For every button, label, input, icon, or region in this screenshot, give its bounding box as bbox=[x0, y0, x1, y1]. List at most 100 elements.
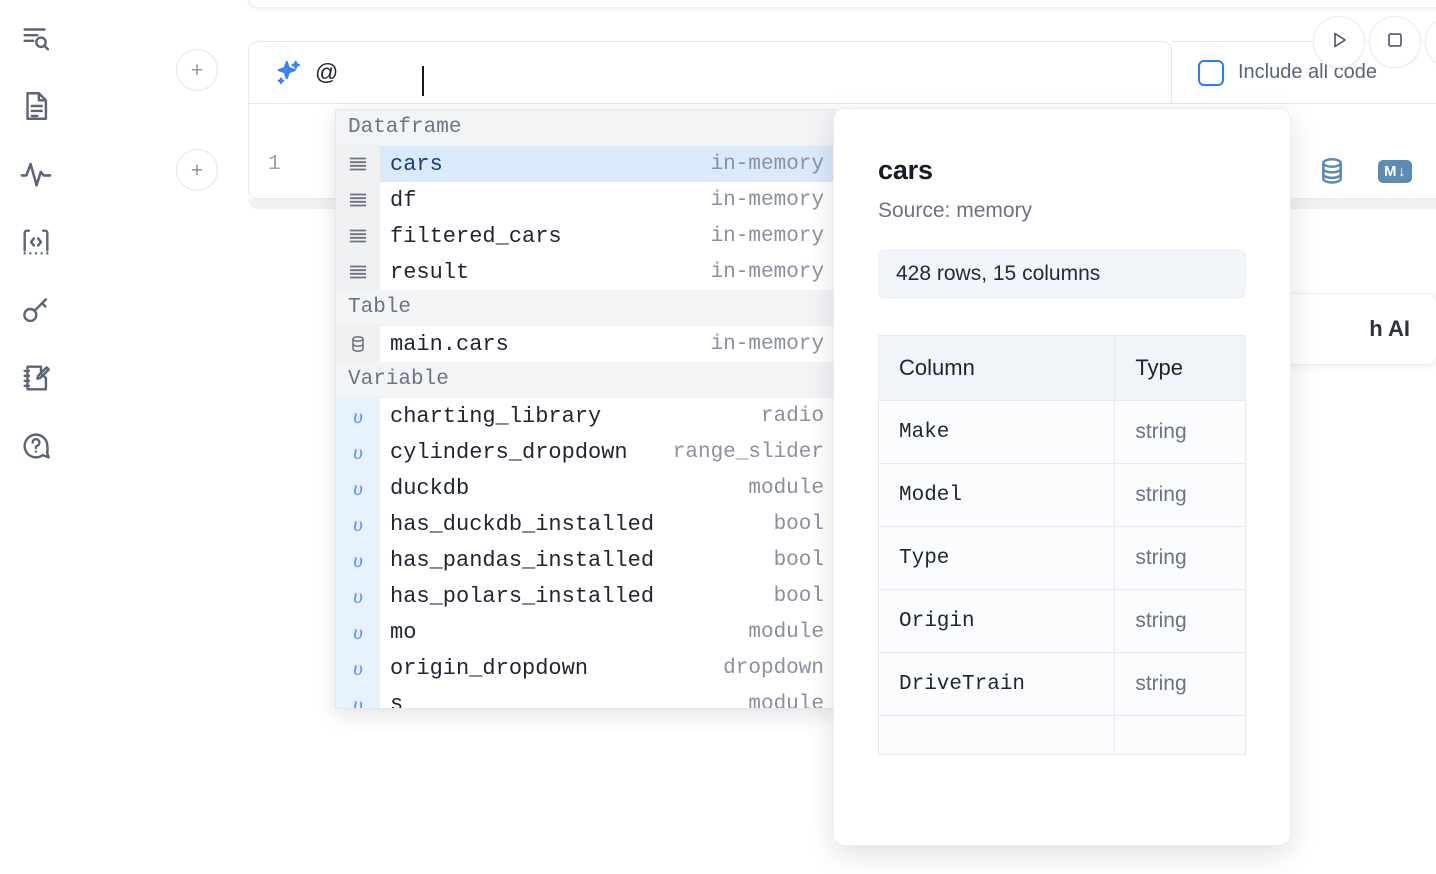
autocomplete-item-name: result bbox=[390, 259, 470, 285]
markdown-arrow: ↓ bbox=[1398, 162, 1406, 180]
code-brackets-icon bbox=[19, 225, 53, 259]
autocomplete-item-type: in-memory bbox=[710, 224, 824, 248]
sidebar-item-snippets[interactable] bbox=[14, 220, 58, 264]
column-header-type: Type bbox=[1114, 335, 1246, 401]
run-button[interactable] bbox=[1313, 16, 1365, 68]
docs-title: cars bbox=[878, 155, 933, 185]
sidebar-item-documentation[interactable] bbox=[14, 84, 58, 128]
autocomplete-item-body: filtered_cars in-memory bbox=[380, 218, 834, 254]
ai-prompt-cell bbox=[248, 41, 1172, 103]
autocomplete-item-type: bool bbox=[773, 584, 824, 608]
cell-toolbar: M ↓ bbox=[1316, 155, 1412, 187]
cell-column-type: string bbox=[1114, 652, 1246, 716]
autocomplete-item-name: s bbox=[390, 691, 404, 709]
database-icon bbox=[336, 326, 380, 362]
autocomplete-item-type: in-memory bbox=[710, 152, 824, 176]
autocomplete-item[interactable]: υ has_polars_installed bool bbox=[336, 578, 834, 614]
autocomplete-item-body: cylinders_dropdown range_slider bbox=[380, 434, 834, 470]
rows-icon bbox=[336, 218, 380, 254]
autocomplete-item-body: has_polars_installed bool bbox=[380, 578, 834, 614]
sparkles-icon bbox=[271, 56, 305, 90]
database-icon[interactable] bbox=[1316, 155, 1348, 187]
autocomplete-item-type: range_slider bbox=[672, 440, 824, 464]
sidebar-item-scratchpad[interactable] bbox=[14, 356, 58, 400]
sidebar-item-file-explorer-search[interactable] bbox=[14, 16, 58, 60]
autocomplete-item-name: has_polars_installed bbox=[390, 583, 655, 609]
upsilon-icon: υ bbox=[336, 686, 380, 708]
upsilon-icon: υ bbox=[336, 398, 380, 434]
autocomplete-item[interactable]: cars in-memory bbox=[336, 146, 834, 182]
cell-column-type bbox=[1114, 715, 1246, 755]
sidebar-item-secrets[interactable] bbox=[14, 288, 58, 332]
autocomplete-item-body: duckdb module bbox=[380, 470, 834, 506]
cell-column-type: string bbox=[1114, 526, 1246, 590]
autocomplete-group-header: Dataframe bbox=[336, 110, 834, 146]
sidebar-item-variables-explorer[interactable] bbox=[14, 152, 58, 196]
autocomplete-item-body: cars in-memory bbox=[380, 146, 834, 182]
include-all-code-checkbox[interactable] bbox=[1198, 59, 1224, 86]
upsilon-icon: υ bbox=[336, 614, 380, 650]
ai-prompt-input[interactable] bbox=[315, 59, 1171, 86]
add-cell-button-top[interactable]: + bbox=[176, 49, 218, 91]
autocomplete-item-name: filtered_cars bbox=[390, 223, 562, 249]
cell-column-name: Type bbox=[877, 526, 1116, 590]
upsilon-icon: υ bbox=[336, 506, 380, 542]
upsilon-icon: υ bbox=[336, 578, 380, 614]
cell-card-above bbox=[248, 0, 1436, 8]
notebook-pencil-icon bbox=[19, 361, 53, 395]
autocomplete-item-type: module bbox=[748, 476, 824, 500]
markdown-badge: M ↓ bbox=[1378, 159, 1412, 183]
generate-with-ai-card[interactable]: h AI bbox=[1277, 293, 1436, 365]
autocomplete-item-type: module bbox=[748, 620, 824, 644]
autocomplete-item-type: in-memory bbox=[710, 188, 824, 212]
autocomplete-item[interactable]: filtered_cars in-memory bbox=[336, 218, 834, 254]
sidebar-rail bbox=[0, 0, 72, 874]
autocomplete-item-type: module bbox=[748, 692, 824, 709]
include-all-code-label: Include all code bbox=[1238, 61, 1377, 83]
stop-button[interactable] bbox=[1369, 16, 1421, 68]
rows-icon bbox=[336, 182, 380, 218]
autocomplete-item-name: cylinders_dropdown bbox=[390, 439, 628, 465]
upsilon-icon: υ bbox=[336, 470, 380, 506]
autocomplete-item-name: has_pandas_installed bbox=[390, 547, 655, 573]
line-number: 1 bbox=[268, 153, 281, 176]
sidebar-item-help-chat[interactable] bbox=[14, 424, 58, 468]
markdown-icon[interactable]: M ↓ bbox=[1378, 159, 1412, 183]
markdown-letter: M bbox=[1384, 162, 1397, 180]
autocomplete-item-name: origin_dropdown bbox=[390, 655, 589, 681]
autocomplete-item-type: bool bbox=[773, 548, 824, 572]
question-chat-icon bbox=[19, 429, 53, 463]
ai-prompt-input-wrapper[interactable] bbox=[305, 42, 1171, 103]
autocomplete-item-name: duckdb bbox=[390, 475, 470, 501]
autocomplete-item-name: mo bbox=[390, 619, 417, 645]
table-row bbox=[877, 715, 1246, 755]
table-header-row: Column Type bbox=[877, 335, 1246, 401]
play-icon bbox=[1327, 28, 1351, 57]
autocomplete-item-name: cars bbox=[390, 151, 443, 177]
autocomplete-item-type: radio bbox=[760, 404, 824, 428]
activity-pulse-icon bbox=[19, 157, 53, 191]
rows-icon bbox=[336, 146, 380, 182]
autocomplete-item-type: in-memory bbox=[710, 332, 824, 356]
add-cell-button-bottom[interactable]: + bbox=[176, 149, 218, 191]
